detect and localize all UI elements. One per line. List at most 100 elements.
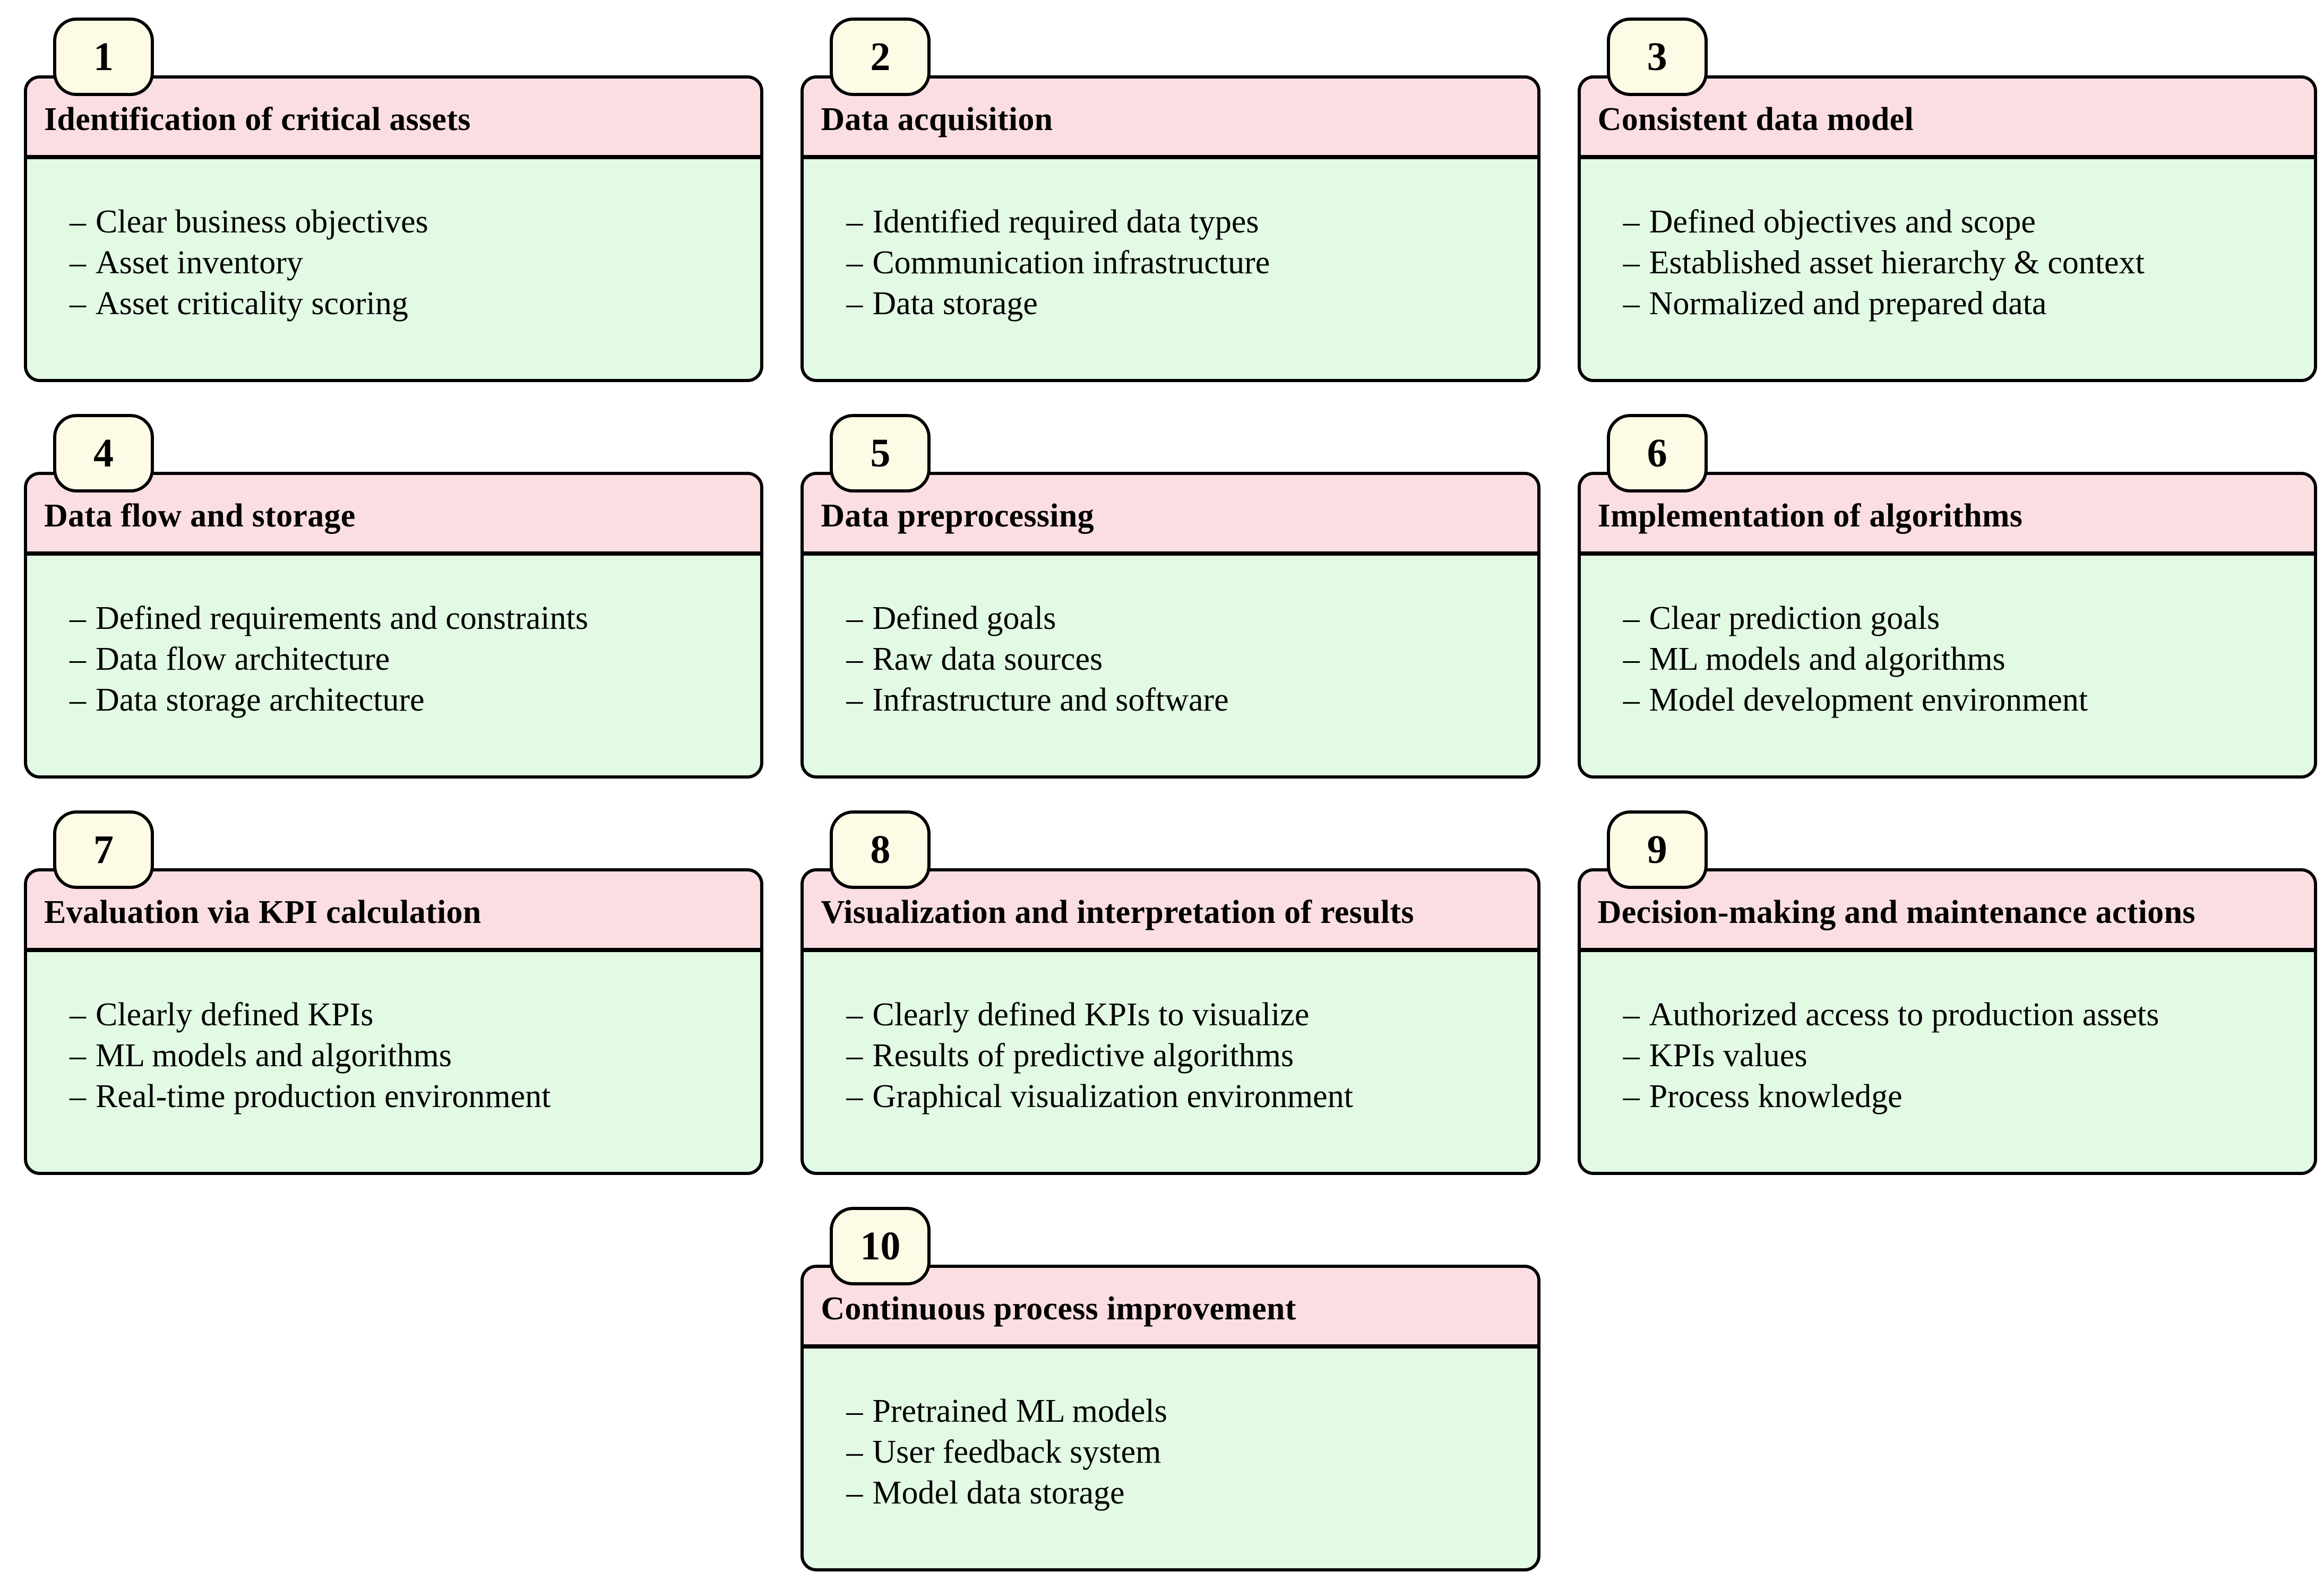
step-number-badge: 7 (53, 810, 154, 889)
checklist-item-label: KPIs values (1649, 1038, 1807, 1074)
step-card-header: Data acquisition (804, 79, 1537, 159)
checklist-item: –Process knowledge (1623, 1076, 2301, 1117)
step-checklist: –Defined goals–Raw data sources–Infrastr… (804, 556, 1537, 721)
checklist-item-label: Communication infrastructure (872, 245, 1270, 281)
checklist-item: –KPIs values (1623, 1035, 2301, 1076)
dash-bullet: – (1623, 641, 1640, 677)
step-title: Consistent data model (1597, 101, 1914, 137)
step-card: Data flow and storage –Defined requireme… (24, 472, 764, 779)
step-card-header: Evaluation via KPI calculation (27, 871, 761, 952)
process-step: 4 Data flow and storage –Defined require… (24, 414, 764, 779)
checklist-item-label: Raw data sources (872, 641, 1103, 677)
step-card: Evaluation via KPI calculation –Clearly … (24, 868, 764, 1175)
dash-bullet: – (846, 682, 863, 718)
step-title: Data preprocessing (821, 497, 1094, 534)
step-checklist: –Authorized access to production assets–… (1581, 952, 2314, 1117)
step-card-header: Data preprocessing (804, 475, 1537, 556)
step-card: Visualization and interpretation of resu… (801, 868, 1540, 1175)
step-card-header: Decision-making and maintenance actions (1580, 871, 2314, 952)
checklist-item-label: Clearly defined KPIs to visualize (872, 997, 1310, 1033)
checklist-item-label: Defined objectives and scope (1649, 204, 2036, 240)
dash-bullet: – (70, 600, 86, 636)
step-number-badge: 9 (1606, 810, 1708, 889)
dash-bullet: – (1623, 682, 1640, 718)
checklist-item-label: Process knowledge (1649, 1078, 1903, 1115)
dash-bullet: – (1623, 1038, 1640, 1074)
process-step: 8 Visualization and interpretation of re… (801, 810, 1540, 1175)
step-number: 4 (93, 430, 114, 476)
checklist-item: –Identified required data types (846, 202, 1524, 243)
checklist-item: –ML models and algorithms (70, 1035, 747, 1076)
checklist-item: –Infrastructure and software (846, 680, 1524, 721)
checklist-item: –Model data storage (846, 1473, 1524, 1514)
checklist-item: –Data storage (846, 283, 1524, 324)
checklist-item-label: Established asset hierarchy & context (1649, 245, 2145, 281)
process-step: 9 Decision-making and maintenance action… (1577, 810, 2317, 1175)
checklist-item-label: Graphical visualization environment (872, 1078, 1353, 1115)
checklist-item: –Authorized access to production assets (1623, 995, 2301, 1035)
step-number: 8 (870, 827, 891, 872)
step-checklist: –Pretrained ML models–User feedback syst… (804, 1349, 1537, 1514)
checklist-item: –Graphical visualization environment (846, 1076, 1524, 1117)
checklist-item-label: Data flow architecture (96, 641, 390, 677)
dash-bullet: – (846, 1038, 863, 1074)
checklist-item: –Established asset hierarchy & context (1623, 243, 2301, 283)
step-number: 9 (1647, 827, 1667, 872)
checklist-item-label: Infrastructure and software (872, 682, 1229, 718)
dash-bullet: – (1623, 997, 1640, 1033)
step-title: Visualization and interpretation of resu… (821, 894, 1414, 930)
checklist-item: –ML models and algorithms (1623, 639, 2301, 680)
checklist-item-label: Pretrained ML models (872, 1393, 1167, 1429)
checklist-item-label: Asset inventory (96, 245, 303, 281)
dash-bullet: – (846, 245, 863, 281)
checklist-item-label: Clearly defined KPIs (96, 997, 374, 1033)
step-number-badge: 3 (1606, 18, 1708, 96)
step-card: Consistent data model –Defined objective… (1577, 75, 2317, 382)
step-card-header: Data flow and storage (27, 475, 761, 556)
step-number-badge: 5 (830, 414, 931, 493)
dash-bullet: – (1623, 1078, 1640, 1115)
dash-bullet: – (846, 600, 863, 636)
dash-bullet: – (70, 682, 86, 718)
checklist-item-label: Data storage architecture (96, 682, 425, 718)
step-title: Identification of critical assets (44, 101, 471, 137)
dash-bullet: – (846, 1393, 863, 1429)
step-card-header: Implementation of algorithms (1580, 475, 2314, 556)
dash-bullet: – (70, 245, 86, 281)
dash-bullet: – (70, 997, 86, 1033)
checklist-item: –Clear business objectives (70, 202, 747, 243)
checklist-item-label: Defined goals (872, 600, 1056, 636)
dash-bullet: – (1623, 204, 1640, 240)
dash-bullet: – (70, 286, 86, 322)
checklist-item: –Clear prediction goals (1623, 598, 2301, 639)
step-number: 2 (870, 34, 891, 79)
checklist-item: –Results of predictive algorithms (846, 1035, 1524, 1076)
step-card-header: Continuous process improvement (804, 1268, 1537, 1349)
process-step: 7 Evaluation via KPI calculation –Clearl… (24, 810, 764, 1175)
step-title: Data acquisition (821, 101, 1053, 137)
checklist-item: –Pretrained ML models (846, 1391, 1524, 1432)
checklist-item-label: Model development environment (1649, 682, 2088, 718)
checklist-item-label: Identified required data types (872, 204, 1259, 240)
checklist-item: –Communication infrastructure (846, 243, 1524, 283)
checklist-item-label: ML models and algorithms (1649, 641, 2005, 677)
step-card-header: Consistent data model (1580, 79, 2314, 159)
step-card: Implementation of algorithms –Clear pred… (1577, 472, 2317, 779)
process-step: 1 Identification of critical assets –Cle… (24, 18, 764, 382)
checklist-item-label: Clear prediction goals (1649, 600, 1940, 636)
step-checklist: –Defined objectives and scope–Establishe… (1581, 159, 2314, 324)
checklist-item: –Asset inventory (70, 243, 747, 283)
step-checklist: –Defined requirements and constraints–Da… (27, 556, 760, 721)
step-card: Continuous process improvement –Pretrain… (801, 1265, 1540, 1571)
checklist-item: –Defined goals (846, 598, 1524, 639)
checklist-item-label: Normalized and prepared data (1649, 286, 2047, 322)
dash-bullet: – (846, 1475, 863, 1511)
process-step: 5 Data preprocessing –Defined goals–Raw … (801, 414, 1540, 779)
step-card: Data acquisition –Identified required da… (801, 75, 1540, 382)
step-checklist: –Clear prediction goals–ML models and al… (1581, 556, 2314, 721)
checklist-item-label: Authorized access to production assets (1649, 997, 2159, 1033)
dash-bullet: – (846, 286, 863, 322)
dash-bullet: – (1623, 600, 1640, 636)
dash-bullet: – (846, 997, 863, 1033)
